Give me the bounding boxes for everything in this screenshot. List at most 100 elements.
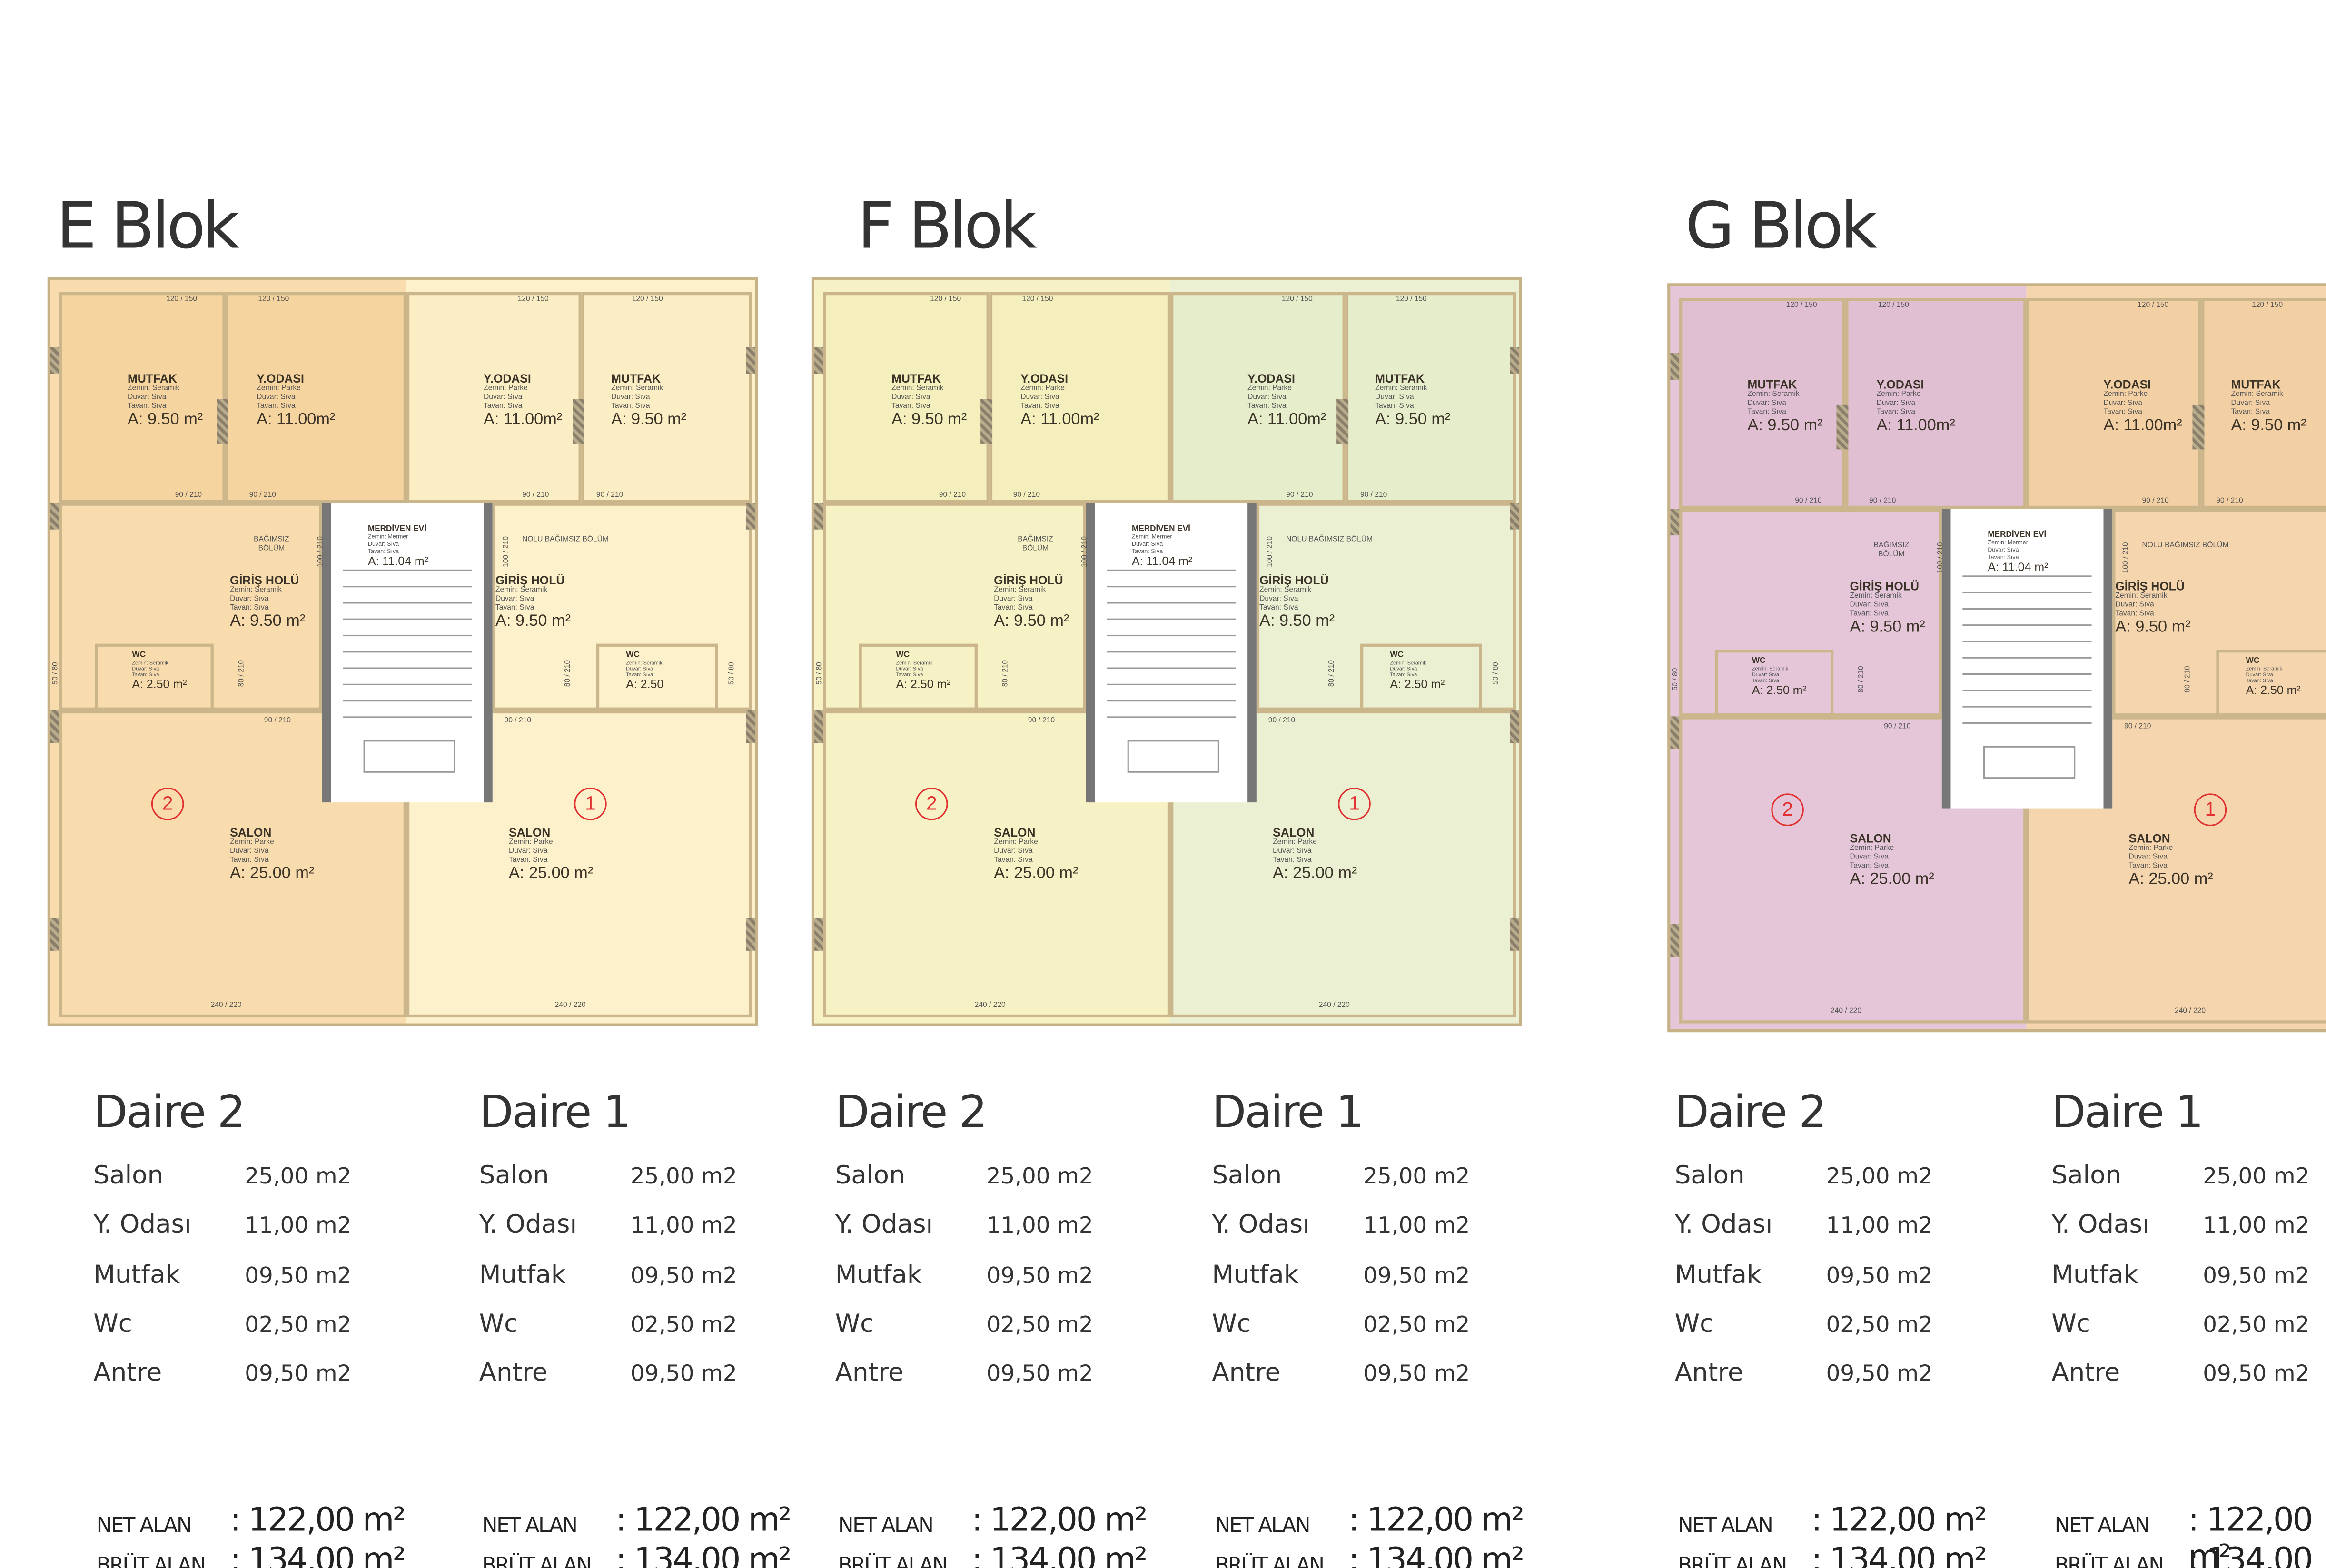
room-area: A: 2.50 m²: [1752, 684, 1807, 698]
room-outline: [823, 292, 990, 503]
door-size-label: 80 / 210: [1857, 666, 1866, 693]
room-name: MUTFAK: [2231, 378, 2281, 392]
room-zemin: Zemin: Seramik: [128, 384, 180, 394]
stair-tavan: Tavan: Sıva: [367, 546, 399, 554]
room-outline: [59, 710, 406, 1018]
room-area: 25,00 m2: [2203, 1163, 2310, 1190]
room-area: A: 25.00 m²: [230, 865, 315, 883]
room-name: Mutfak: [1212, 1260, 1299, 1290]
room-zemin: Zemin: Seramik: [495, 586, 548, 595]
room-zemin: Zemin: Parke: [257, 384, 301, 394]
room-area: 11,00 m2: [630, 1212, 737, 1239]
window-icon: [50, 710, 59, 743]
stair-name: MERDİVEN EVİ: [1132, 525, 1190, 534]
room-outline: [1845, 298, 2027, 509]
window-size-label: 120 / 150: [517, 295, 549, 304]
room-zemin: Zemin: Seramik: [1390, 660, 1426, 667]
window-icon: [1670, 353, 1680, 380]
room-name: Mutfak: [2051, 1260, 2138, 1290]
room-name: MUTFAK: [1375, 372, 1425, 386]
gross-area-value: : 134,00 m²: [1811, 1542, 1987, 1568]
window-size-label: 120 / 150: [1396, 295, 1427, 304]
room-area: A: 9.50 m²: [1850, 619, 1925, 637]
room-tavan: Tavan: Sıva: [2103, 407, 2142, 416]
window-icon: [1670, 716, 1680, 749]
gross-area-label: BRÜT ALAN: [1677, 1554, 1787, 1568]
window-icon: [1336, 399, 1349, 444]
door-size-label: 90 / 210: [2142, 497, 2169, 506]
room-name: Y.ODASI: [1020, 372, 1069, 386]
stair-step: [342, 667, 472, 669]
door-size-label: 90 / 210: [249, 491, 276, 500]
net-area-label: NET ALAN: [1215, 1514, 1311, 1538]
room-outline: [823, 710, 1171, 1018]
room-name: Wc: [93, 1309, 132, 1340]
room-zemin: Zemin: Seramik: [1752, 666, 1789, 672]
room-duvar: Duvar: Sıva: [484, 393, 523, 402]
room-name: WC: [132, 651, 146, 660]
room-area: A: 2.50 m²: [896, 678, 951, 692]
window-icon: [746, 918, 755, 951]
room-name: Wc: [835, 1309, 874, 1340]
room-area: 09,50 m2: [1826, 1360, 1933, 1387]
door-size-label: 90 / 210: [939, 491, 966, 500]
room-area: 09,50 m2: [630, 1262, 737, 1289]
room-tavan: Tavan: Sıva: [2128, 861, 2168, 870]
room-zemin: Zemin: Parke: [1247, 384, 1292, 394]
room-outline: [59, 292, 226, 503]
door-size-label: 90 / 210: [264, 716, 291, 726]
unit-number-1: 1: [1338, 787, 1371, 820]
door-size-label: 100 / 210: [1266, 536, 1275, 567]
room-area: 25,00 m2: [1826, 1163, 1933, 1190]
room-name: Wc: [479, 1309, 518, 1340]
room-outline: [2026, 298, 2202, 509]
room-area: 09,50 m2: [2203, 1360, 2310, 1387]
gross-area-value: : 134,00 m²: [1348, 1542, 1524, 1568]
room-name: GİRİŞ HOLÜ: [495, 574, 565, 588]
door-size-label: 100 / 210: [502, 536, 511, 567]
room-area: A: 9.50 m²: [495, 613, 571, 631]
room-area: 09,50 m2: [1363, 1360, 1470, 1387]
room-duvar: Duvar: Sıva: [1752, 672, 1779, 679]
room-zemin: Zemin: Parke: [1020, 384, 1065, 394]
room-name: GİRİŞ HOLÜ: [230, 574, 299, 588]
room-name: Mutfak: [93, 1260, 180, 1290]
window-size-label: 120 / 150: [166, 295, 198, 304]
room-outline: [859, 643, 978, 710]
room-name: SALON: [994, 826, 1036, 840]
room-duvar: Duvar: Sıva: [1390, 666, 1417, 672]
room-zemin: Zemin: Parke: [1273, 838, 1317, 848]
room-area: A: 9.50 m²: [1375, 411, 1451, 430]
stair-step: [1107, 667, 1236, 669]
gross-area-label: BRÜT ALAN: [2054, 1554, 2164, 1568]
window-icon: [217, 399, 228, 444]
room-tavan: Tavan: Sıva: [1375, 401, 1414, 411]
stair-area: A: 11.04 m²: [1988, 561, 2049, 574]
net-area-label: NET ALAN: [838, 1514, 934, 1538]
window-size-label: 120 / 150: [2138, 301, 2169, 310]
stair-tavan: Tavan: Sıva: [1988, 552, 2019, 560]
stair-core: [1941, 509, 2113, 809]
window-size-label: 120 / 150: [1281, 295, 1313, 304]
apartment-title: Daire 2: [93, 1087, 246, 1139]
window-icon: [50, 347, 59, 374]
stair-core: [1086, 503, 1257, 803]
stair-landing: [363, 740, 455, 773]
room-name: GİRİŞ HOLÜ: [994, 574, 1063, 588]
room-area: 02,50 m2: [1363, 1311, 1470, 1338]
stair-step: [1962, 690, 2092, 691]
room-area: A: 25.00 m²: [994, 865, 1079, 883]
window-size-label: 120 / 150: [632, 295, 663, 304]
block-title: E Blok: [56, 189, 239, 264]
stair-tavan: Tavan: Sıva: [1132, 546, 1163, 554]
window-icon: [50, 503, 59, 530]
room-zemin: Zemin: Parke: [2103, 390, 2148, 399]
room-duvar: Duvar: Sıva: [230, 594, 269, 604]
window-size-label: 50 / 80: [51, 662, 60, 685]
